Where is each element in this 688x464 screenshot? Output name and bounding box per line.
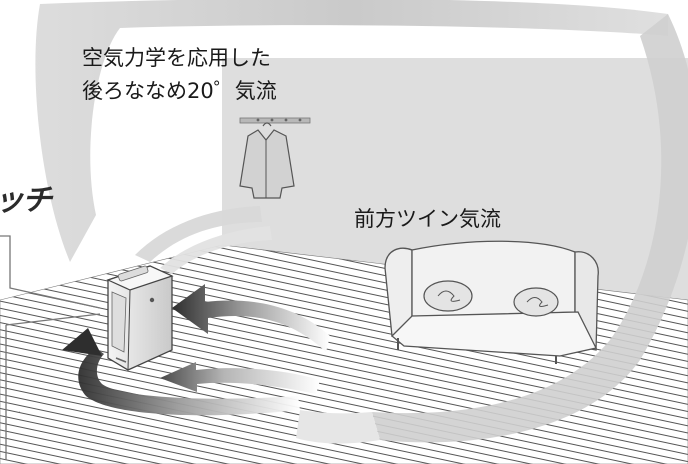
cut-off-heading: ッチ <box>0 183 52 218</box>
sofa <box>384 240 599 364</box>
coat-on-rack <box>239 117 311 199</box>
air-purifier-unit <box>106 265 174 371</box>
front-airflow-label: 前方ツイン気流 <box>354 207 501 231</box>
callout-lines <box>0 235 101 460</box>
upper-return-airflow <box>135 206 272 274</box>
upper-airflow-label-line-2: 後ろななめ20゜気流 <box>82 79 277 103</box>
front-twin-airflow <box>62 284 330 416</box>
upper-airflow-label: 空気力学を応用した 後ろななめ20゜気流 <box>82 42 277 108</box>
circulating-airflow-loop <box>35 0 688 444</box>
back-wall <box>222 58 688 300</box>
upper-airflow-label-line-1: 空気力学を応用した <box>82 46 271 70</box>
